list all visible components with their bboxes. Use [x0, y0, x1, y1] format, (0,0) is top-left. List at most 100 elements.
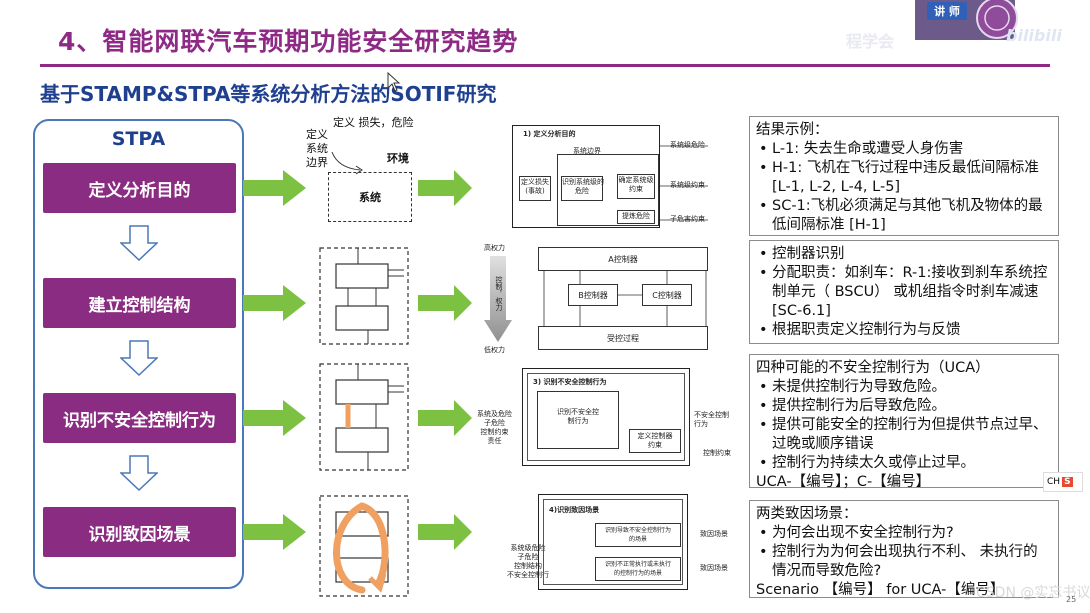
- control-structure-item: 分配职责：如刹车：R-1:接收到刹车系统控制单元（ BSCU） 或机组指令时刹车…: [759, 264, 1052, 321]
- uca-result-footer: UCA-【编号】；C-【编号】: [756, 474, 931, 490]
- thumb4-out-2: 致因场景: [700, 564, 728, 572]
- controlled-process-box: 受控过程: [538, 326, 708, 350]
- thumb-define-purpose: 1) 定义分析目的 系统边界 定义损失 (事故) 识别系统级的 危险 确定系统级…: [512, 125, 660, 228]
- thumb1-box-constraint: 确定系统级 约束: [617, 174, 655, 199]
- thumb1-out-subconstraint: 子危害约束: [670, 215, 705, 223]
- thumb-identify-uca: 3) 识别不安全控制行为 识别不安全控 制行为 定义控制器 约束: [522, 368, 690, 466]
- thumb4-out-1: 致因场景: [700, 530, 728, 538]
- green-arrow-icon: [243, 400, 306, 436]
- thumb4-inputs: 系统级危险 子危险 控制结构 不安全控制行: [507, 544, 549, 579]
- thumb3-inner-frame: [527, 373, 685, 461]
- thumb4-box-uca-scenario: 识别导致不安全控制行为 的场景: [595, 523, 681, 547]
- control-structure-result-box: 控制器识别 分配职责：如刹车：R-1:接收到刹车系统控制单元（ BSCU） 或机…: [749, 240, 1059, 344]
- green-arrow-icon: [418, 285, 472, 321]
- thumb3-title: 3) 识别不安全控制行为: [533, 378, 607, 386]
- uca-result-item: 未提供控制行为导致危险。: [759, 378, 1052, 397]
- slide-title: 4、智能网联汽车预期功能安全研究趋势: [58, 27, 519, 56]
- down-arrow-icon: [120, 225, 158, 261]
- uca-result-box: 四种可能的不安全控制行为（UCA） 未提供控制行为导致危险。 提供控制行为后导致…: [749, 354, 1059, 490]
- result-example-item: L-1: 失去生命或遭受人身伤害: [759, 140, 1052, 159]
- step-identify-scenarios: 识别致因场景: [43, 507, 236, 557]
- thumb1-box-hazard: 识别系统级的 危险: [561, 176, 604, 201]
- watermark-society: 程学会: [846, 32, 895, 51]
- result-example-title: 结果示例：: [756, 122, 829, 138]
- scenario-result-footer: Scenario 【编号】 for UCA-【编号】: [756, 582, 1005, 598]
- thumb1-output-lines: [660, 145, 708, 221]
- thumb1-boundary: 系统边界: [573, 147, 601, 155]
- green-arrow-icon: [418, 170, 472, 206]
- ime-s-icon: S: [1062, 477, 1073, 487]
- green-arrow-icon: [243, 170, 306, 206]
- system-label: 系统: [359, 191, 381, 204]
- controlled-process-label: 受控过程: [607, 333, 639, 343]
- ime-ch-label: CH: [1047, 477, 1061, 487]
- hierarchy-links: [543, 271, 707, 326]
- uca-result-item: 提供控制行为后导致危险。: [759, 397, 1052, 416]
- thumb1-out-hazard: 系统级危险: [670, 141, 705, 149]
- green-arrow-icon: [243, 514, 306, 550]
- scenario-result-item: 为何会出现不安全控制行为?: [759, 524, 1052, 543]
- down-arrow-icon: [120, 455, 158, 491]
- green-arrow-icon: [243, 285, 306, 321]
- thumb1-out-constraint: 系统级约束: [670, 181, 705, 189]
- green-arrow-icon: [418, 514, 472, 550]
- thumb1-boundary-frame: [557, 154, 659, 226]
- authority-gradient-arrow: [484, 256, 512, 342]
- a-controller-label: A控制器: [608, 254, 638, 264]
- result-example-item: SC-1:飞机必须满足与其他飞机及物体的最低间隔标准 [H-1]: [759, 197, 1052, 235]
- thumb1-box-loss: 定义损失 (事故): [519, 176, 551, 201]
- loss-hazard-label: 定义 损失，危险: [333, 116, 414, 129]
- csdn-watermark: CSDN @实忘书议: [976, 585, 1090, 601]
- thumb1-box-refine: 提炼危险: [617, 210, 655, 224]
- thumb3-out-constraint: 控制约束: [703, 449, 731, 457]
- thumb4-title: 4)识别致因场景: [549, 506, 600, 514]
- system-boundary-label: 定义 系统 边界: [306, 128, 328, 169]
- uca-structure-sketch: [319, 363, 409, 471]
- low-power-label: 低权力: [484, 346, 505, 354]
- page-number: 25: [1066, 595, 1077, 604]
- lecturer-tag: 讲 师: [927, 2, 967, 20]
- step-build-control-structure: 建立控制结构: [43, 278, 236, 328]
- university-seal-icon: [976, 0, 1018, 39]
- scenario-loop-sketch: [319, 495, 409, 597]
- ime-badge[interactable]: CH S: [1043, 472, 1083, 492]
- control-authority-label: 控制，权力: [495, 276, 503, 311]
- b-controller-box: B控制器: [568, 284, 618, 306]
- scenario-result-box: 两类致因场景： 为何会出现不安全控制行为? 控制行为为何会出现执行不利、 未执行…: [749, 500, 1059, 598]
- result-example-box: 结果示例： L-1: 失去生命或遭受人身伤害 H-1: 飞机在飞行过程中违反最低…: [749, 116, 1059, 236]
- system-box: 系统: [328, 172, 412, 222]
- step-identify-uca: 识别不安全控制行为: [43, 393, 236, 443]
- title-rule: [40, 64, 1050, 67]
- cursor-icon: [387, 72, 401, 92]
- thumb4-box-execution-scenario: 识别不正常执行或未执行 的控制行为的场景: [595, 557, 681, 581]
- high-power-label: 高权力: [484, 244, 505, 252]
- slide-subtitle: 基于STAMP&STPA等系统分析方法的SOTIF研究: [40, 82, 497, 106]
- uca-result-item: 提供可能安全的控制行为但提供节点过早、 过晚或顺序错误: [759, 416, 1052, 454]
- stpa-panel: [33, 119, 244, 589]
- thumb3-inputs: 系统及危险 子危险 控制约束 责任: [477, 410, 512, 445]
- thumb-identify-scenarios: 4)识别致因场景 识别导致不安全控制行为 的场景 识别不正常执行或未执行 的控制…: [538, 494, 688, 590]
- control-structure-item: 根据职责定义控制行为与反馈: [759, 321, 1052, 340]
- control-structure-item: 控制器识别: [759, 245, 1052, 264]
- c-controller-label: C控制器: [652, 290, 682, 300]
- thumb3-box-constraint: 定义控制器 约束: [629, 429, 681, 453]
- scenario-result-title: 两类致因场景：: [756, 506, 858, 522]
- thumb4-inner-frame: [543, 499, 683, 585]
- step-define-purpose: 定义分析目的: [43, 163, 236, 213]
- stpa-label: STPA: [111, 128, 166, 150]
- result-example-item: H-1: 飞机在飞行过程中违反最低间隔标准 [L-1, L-2, L-4, L-…: [759, 159, 1052, 197]
- thumb1-title: 1) 定义分析目的: [523, 130, 576, 138]
- environment-label: 环境: [387, 152, 409, 165]
- control-structure-sketch: [319, 247, 409, 345]
- uca-result-item: 控制行为持续太久或停止过早。: [759, 454, 1052, 473]
- down-arrow-icon: [120, 340, 158, 376]
- c-controller-box: C控制器: [642, 284, 692, 306]
- thumb3-out-uca: 不安全控制 行为: [694, 411, 729, 428]
- uca-result-title: 四种可能的不安全控制行为（UCA）: [756, 360, 990, 376]
- a-controller-box: A控制器: [538, 247, 708, 271]
- watermark-bilibili: bilibili: [1006, 26, 1062, 45]
- thumb3-box-identify: 识别不安全控 制行为: [537, 391, 619, 449]
- b-controller-label: B控制器: [578, 290, 608, 300]
- scenario-result-item: 控制行为为何会出现执行不利、 未执行的情况而导致危险?: [759, 543, 1052, 581]
- green-arrow-icon: [418, 400, 472, 436]
